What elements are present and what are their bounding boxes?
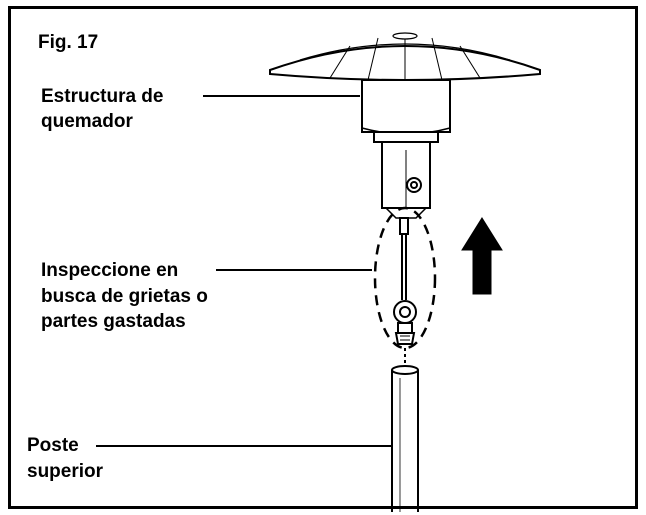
- burner-housing: [361, 79, 451, 143]
- label-inspect-line3: partes gastadas: [41, 311, 186, 332]
- reflector-shade: [269, 32, 541, 81]
- figure-frame: [8, 6, 638, 509]
- label-post-line1: Poste: [27, 435, 79, 456]
- hose-regulator: [393, 217, 417, 345]
- label-burner-line1: Estructura de: [41, 86, 164, 107]
- upper-post: [391, 365, 419, 512]
- valve-box: [381, 141, 431, 219]
- inspection-area-dashed-ellipse: [373, 206, 437, 350]
- label-post-line2: superior: [27, 461, 104, 482]
- label-burner-line2: quemador: [41, 111, 133, 132]
- figure-title: Fig. 17: [38, 32, 99, 53]
- label-inspect-line1: Inspeccione en: [41, 260, 179, 281]
- up-arrow-icon: [461, 217, 503, 295]
- label-inspect-line2: busca de grietas o: [41, 286, 208, 307]
